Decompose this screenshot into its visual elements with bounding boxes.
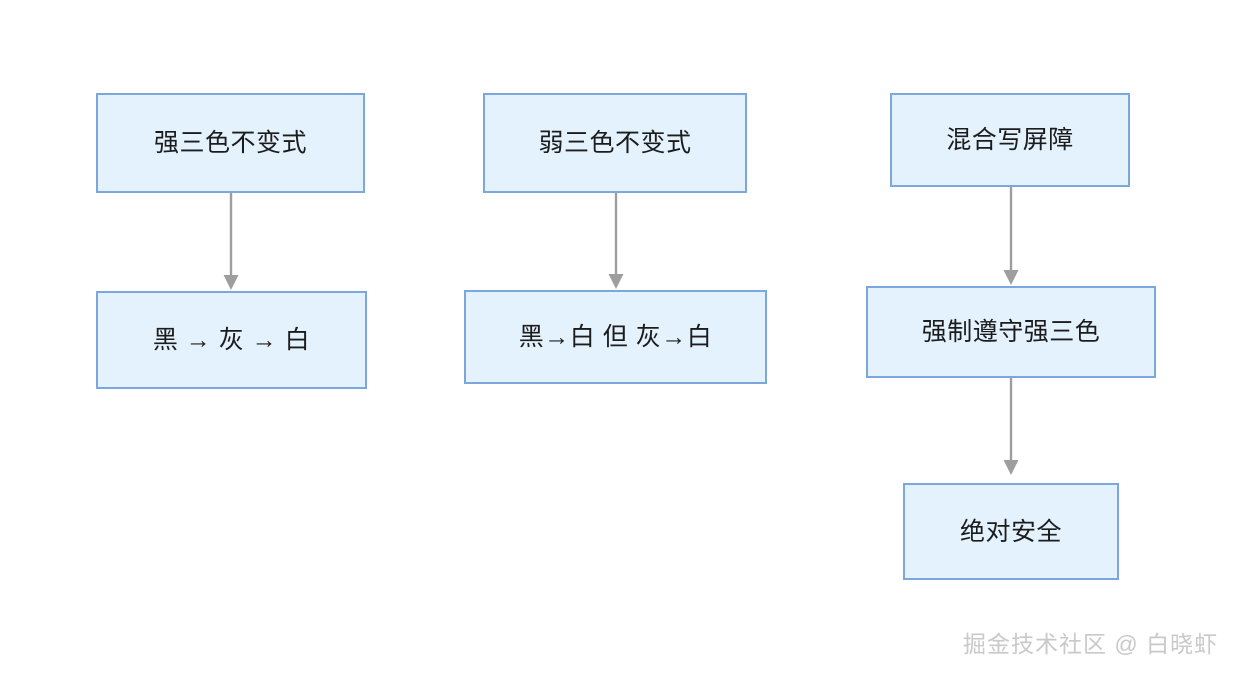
node-black-gray-white[interactable]: 黑 → 灰 → 白	[96, 291, 367, 389]
node-absolute-safety[interactable]: 绝对安全	[903, 483, 1119, 580]
edge-hybrid-to-enforce	[995, 187, 1027, 286]
watermark-text: 掘金技术社区 @ 白晓虾	[963, 631, 1219, 657]
edge-enforce-to-absolute-safety	[995, 378, 1027, 476]
node-weak-tricolor-invariant[interactable]: 弱三色不变式	[483, 93, 747, 193]
node-enforce-strong-tricolor[interactable]: 强制遵守强三色	[866, 286, 1156, 378]
node-label: 强三色不变式	[153, 129, 307, 157]
node-strong-tricolor-invariant[interactable]: 强三色不变式	[96, 93, 365, 193]
node-hybrid-write-barrier[interactable]: 混合写屏障	[890, 93, 1130, 187]
node-label: 绝对安全	[959, 517, 1062, 546]
edge-strong-to-blackgraywhite	[215, 193, 247, 291]
node-label: 黑→白 但 灰→白	[518, 323, 713, 351]
node-label: 混合写屏障	[946, 126, 1074, 154]
node-label: 黑 → 灰 → 白	[152, 326, 311, 354]
node-label: 强制遵守强三色	[921, 318, 1101, 346]
node-label: 弱三色不变式	[538, 129, 692, 157]
edge-weak-to-blackwhite	[600, 193, 632, 290]
node-black-to-white-but-gray-to-white[interactable]: 黑→白 但 灰→白	[464, 290, 767, 384]
